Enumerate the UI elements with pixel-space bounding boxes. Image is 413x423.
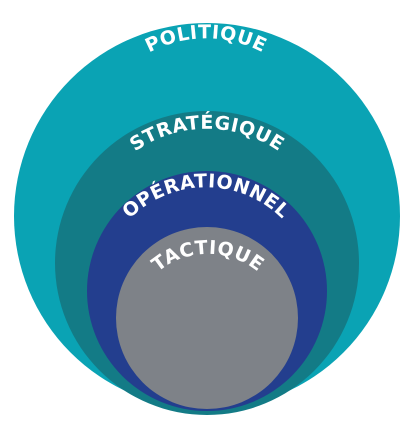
ring-tactique xyxy=(116,227,298,409)
